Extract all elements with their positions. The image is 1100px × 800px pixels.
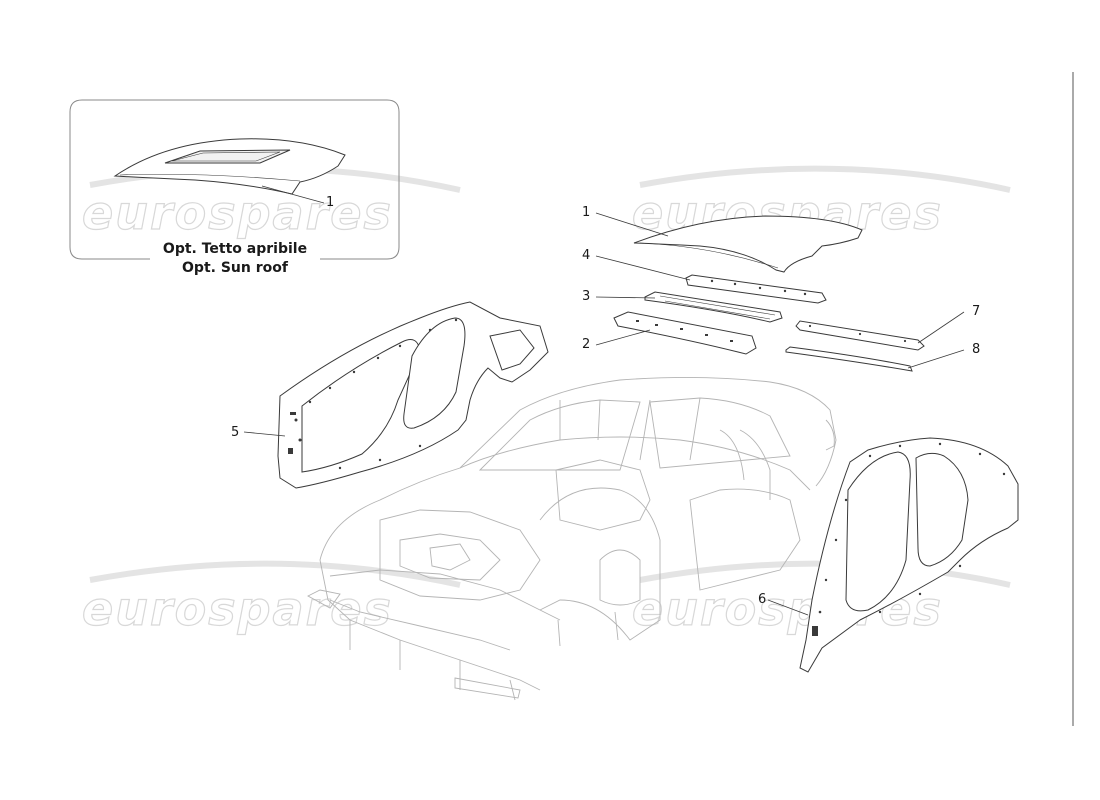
callout-8[interactable]: 8 [972, 342, 981, 357]
car-body-ghost-outline [307, 376, 837, 701]
leader-lines [243, 212, 965, 616]
outer-side-panel-left-part [277, 301, 549, 489]
callout-7[interactable]: 7 [972, 304, 981, 319]
outer-side-panel-right-part [799, 437, 1019, 673]
leader-line-3 [595, 296, 656, 299]
callout-5[interactable]: 5 [231, 425, 240, 440]
front-roof-crossmember-part [685, 274, 827, 304]
leader-line-8 [907, 349, 965, 369]
callout-3[interactable]: 3 [582, 289, 591, 304]
rear-roof-crossmember-part [795, 320, 925, 351]
windshield-header-part [644, 291, 783, 323]
roof-panel-part [633, 215, 863, 273]
callout-4[interactable]: 4 [582, 248, 591, 263]
callout-6[interactable]: 6 [758, 592, 767, 607]
rear-header-strip-part [785, 346, 913, 372]
callout-inset-1[interactable]: 1 [326, 195, 335, 210]
leader-line-4 [595, 255, 691, 281]
leader-line-1 [595, 212, 669, 237]
caption-line-english: Opt. Sun roof [182, 260, 288, 276]
leader-line-2 [595, 329, 651, 346]
roof-reinforcement-part [613, 311, 757, 355]
inset-leader-line [261, 185, 325, 204]
leader-line-6 [767, 599, 809, 616]
sunroof-caption: Opt. Tetto apribile Opt. Sun roof [150, 240, 320, 278]
callout-1[interactable]: 1 [582, 205, 591, 220]
sunroof-roof-panel [113, 138, 346, 195]
leader-line-5 [243, 431, 286, 437]
caption-line-italian: Opt. Tetto apribile [162, 241, 308, 257]
sunroof-inset-frame [69, 99, 400, 260]
callout-2[interactable]: 2 [582, 337, 591, 352]
leader-line-7 [917, 311, 965, 344]
